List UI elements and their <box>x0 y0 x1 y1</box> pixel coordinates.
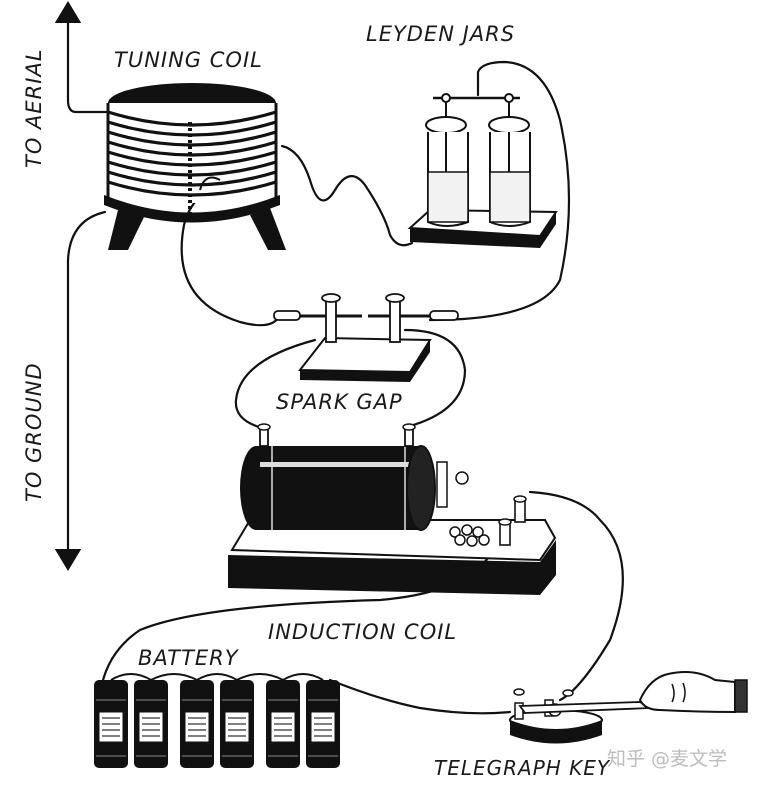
leyden-jars-label: LEYDEN JARS <box>366 22 516 46</box>
induction-coil-illustration <box>228 423 557 595</box>
battery-cell-wiring <box>110 673 324 682</box>
battery-cell <box>306 680 340 768</box>
spark-gap-illustration <box>273 293 459 382</box>
battery-label: BATTERY <box>138 646 239 670</box>
leyden-jars-illustration <box>407 93 558 248</box>
wire-battery-to-key <box>328 678 512 715</box>
wire-jars-to-sparkgap <box>428 60 571 322</box>
battery-illustration <box>94 673 340 768</box>
tuning-coil-illustration <box>104 83 286 250</box>
battery-cell <box>134 680 168 768</box>
tuning-coil-label: TUNING COIL <box>114 48 263 72</box>
battery-cell <box>220 680 254 768</box>
spark-gap-label: SPARK GAP <box>276 390 403 414</box>
telegraph-key-label: TELEGRAPH KEY <box>434 756 611 780</box>
wire-coil-to-jars <box>280 144 414 247</box>
wire-to-ground <box>54 210 107 571</box>
telegraph-key-illustration <box>509 671 748 744</box>
wire-induction-to-key <box>528 490 624 702</box>
wire-sparkgap-to-induction-left <box>234 338 317 430</box>
battery-cell <box>180 680 214 768</box>
watermark-text: 知乎 @麦文学 <box>607 748 728 770</box>
induction-coil-label: INDUCTION COIL <box>268 620 458 644</box>
wires <box>54 1 624 715</box>
battery-cell <box>266 680 300 768</box>
to-aerial-label: TO AERIAL <box>22 48 46 168</box>
to-ground-label: TO GROUND <box>22 362 46 502</box>
battery-cell <box>94 680 128 768</box>
wire-to-aerial <box>54 1 112 114</box>
wire-sparkgap-to-induction-right <box>403 328 467 428</box>
